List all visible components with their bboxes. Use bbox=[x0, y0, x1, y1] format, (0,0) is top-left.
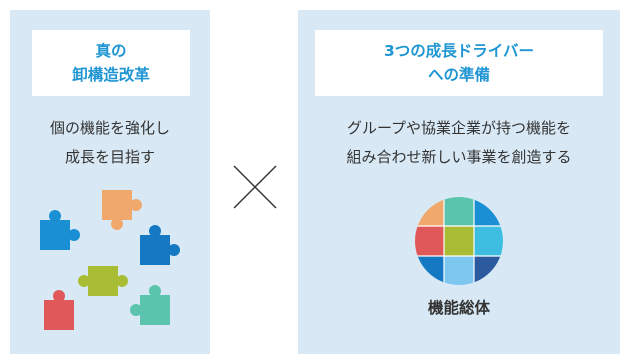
left-title-box: 真の 卸構造改革 bbox=[32, 30, 190, 96]
left-title-line-1: 真の bbox=[95, 42, 127, 60]
circle-piece bbox=[474, 256, 503, 285]
circle-piece bbox=[415, 226, 444, 256]
right-title-line-2: への準備 bbox=[427, 66, 490, 84]
puzzle-circle-icon bbox=[415, 197, 503, 285]
left-description: 個の機能を強化し 成長を目指す bbox=[10, 114, 210, 172]
puzzle-piece-teal-icon bbox=[130, 285, 170, 325]
left-desc-line-1: 個の機能を強化し bbox=[49, 119, 170, 137]
circle-piece bbox=[444, 197, 474, 226]
circle-piece bbox=[474, 226, 503, 256]
right-desc-line-2: 組み合わせ新しい事業を創造する bbox=[346, 148, 572, 166]
circle-piece bbox=[415, 197, 444, 226]
puzzle-piece-red-icon bbox=[44, 290, 74, 330]
scattered-puzzle-pieces bbox=[40, 190, 180, 330]
left-desc-line-2: 成長を目指す bbox=[64, 148, 155, 166]
puzzle-piece-blue-icon bbox=[40, 210, 80, 250]
individual-function-panel: 真の 卸構造改革 個の機能を強化し 成長を目指す bbox=[10, 10, 210, 354]
function-total-caption: 機能総体 bbox=[427, 299, 490, 317]
puzzle-piece-green-icon bbox=[78, 266, 128, 296]
multiply-icon bbox=[233, 165, 277, 209]
right-description: グループや協業企業が持つ機能を 組み合わせ新しい事業を創造する bbox=[298, 114, 620, 172]
circle-piece bbox=[474, 197, 503, 226]
circle-piece bbox=[415, 256, 444, 285]
right-desc-line-1: グループや協業企業が持つ機能を bbox=[346, 119, 572, 137]
circle-piece bbox=[444, 226, 474, 256]
puzzle-piece-navy-icon bbox=[140, 225, 180, 265]
puzzle-piece-orange-icon bbox=[102, 190, 142, 230]
collective-function-panel: 3つの成長ドライバー への準備 グループや協業企業が持つ機能を 組み合わせ新しい… bbox=[298, 10, 620, 354]
right-title-line-1: 3つの成長ドライバー bbox=[384, 42, 534, 60]
left-title-line-2: 卸構造改革 bbox=[72, 66, 150, 84]
circle-piece bbox=[444, 256, 474, 285]
right-title-box: 3つの成長ドライバー への準備 bbox=[315, 30, 603, 96]
